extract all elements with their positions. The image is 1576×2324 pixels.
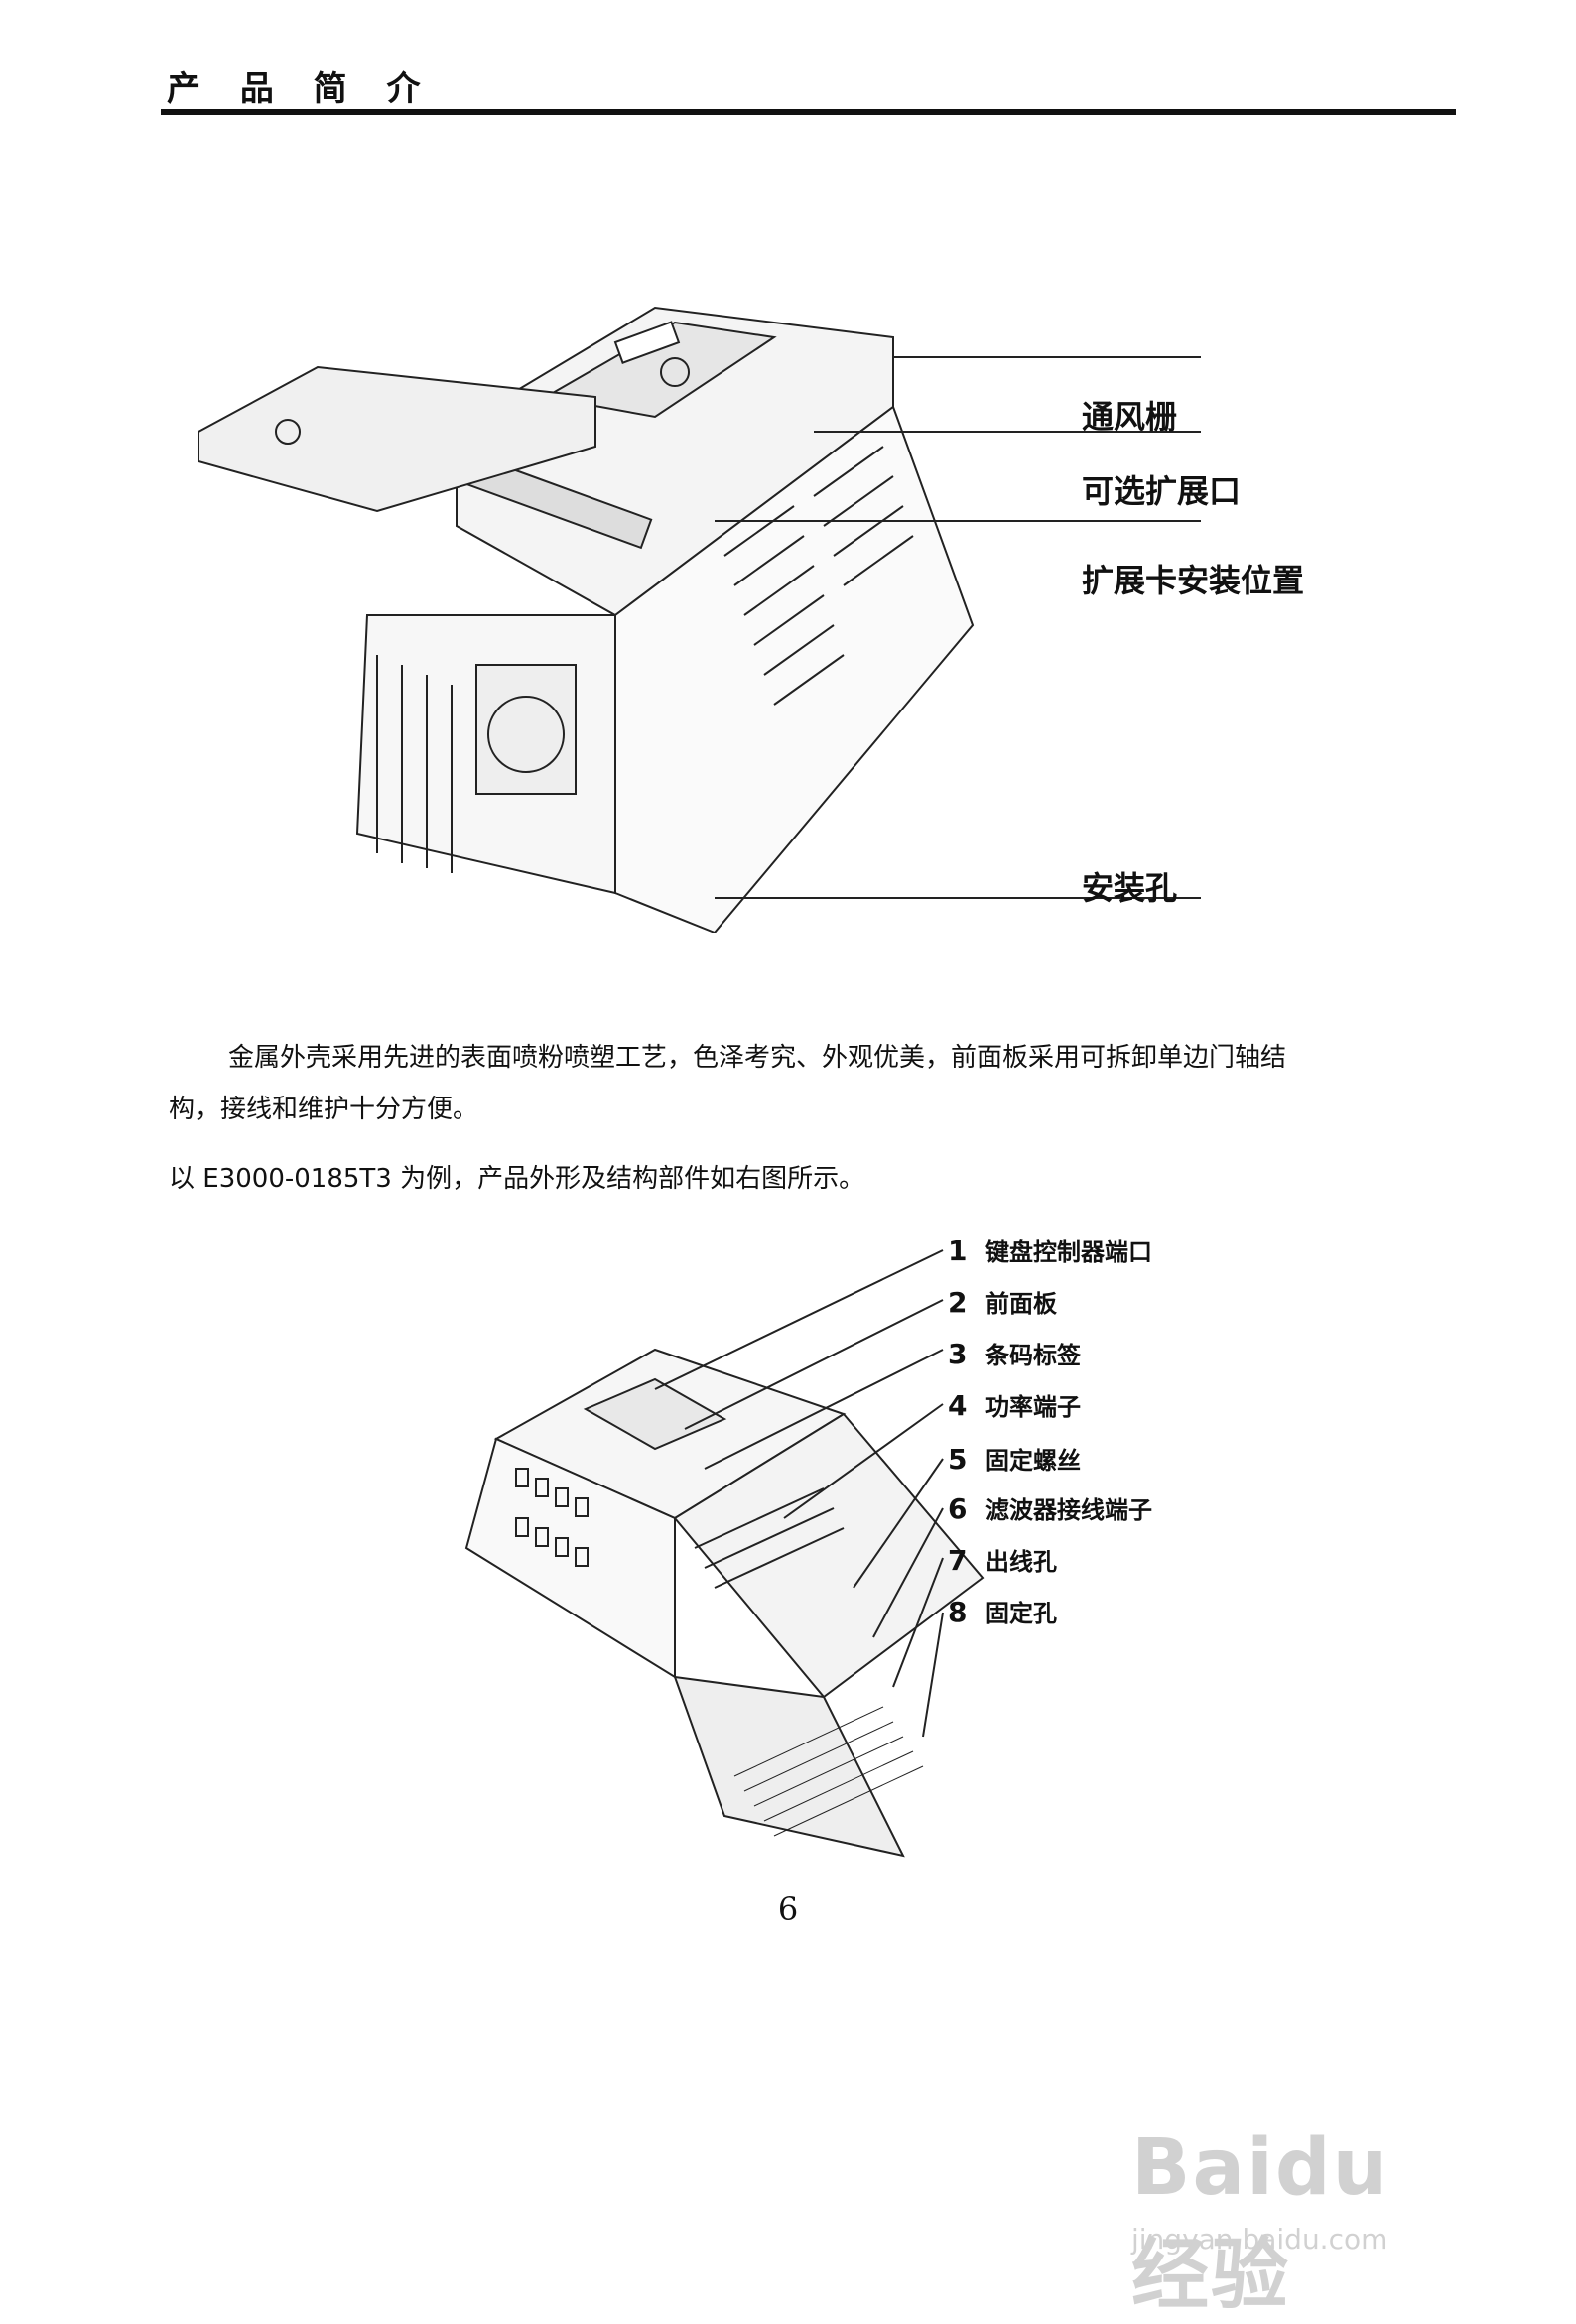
label-optional-expansion-port: 可选扩展口 (1082, 472, 1242, 510)
paragraph-line-1: 金属外壳采用先进的表面喷粉喷塑工艺，色泽考究、外观优美，前面板采用可拆卸单边门轴… (228, 1043, 1287, 1073)
callout-number: 8 (948, 1596, 968, 1628)
callout-label: 键盘控制器端口 (985, 1238, 1152, 1266)
callout-label: 滤波器接线端子 (985, 1496, 1152, 1524)
figure-inverter-open-cover: 通风栅 可选扩展口 扩展卡安装位置 安装孔 (197, 298, 1360, 935)
callout-7: 7 出线孔 (948, 1542, 1057, 1577)
figure-inverter-structure: 1 键盘控制器端口 2 前面板 3 条码标签 4 功率端子 5 固定螺丝 6 滤波器接线端子… (427, 1221, 1241, 1905)
callout-label: 出线孔 (985, 1548, 1057, 1576)
callout-label: 功率端子 (985, 1393, 1081, 1421)
callout-8: 8 固定孔 (948, 1594, 1057, 1628)
label-ventilation-grille: 通风栅 (1082, 398, 1178, 436)
callout-label: 条码标签 (985, 1342, 1081, 1369)
callout-number: 1 (948, 1234, 968, 1267)
page-number: 6 (777, 1890, 799, 1928)
callout-3: 3 条码标签 (948, 1336, 1081, 1370)
callout-label: 固定螺丝 (985, 1447, 1081, 1475)
page-header-title: 产 品 简 介 (167, 69, 435, 109)
inverter-structure-drawing (464, 1249, 985, 1858)
callout-4: 4 功率端子 (948, 1387, 1081, 1422)
callout-number: 7 (948, 1544, 968, 1577)
callout-number: 6 (948, 1492, 968, 1525)
callout-5: 5 固定螺丝 (948, 1441, 1081, 1476)
paragraph-line-2: 构，接线和维护十分方便。 (169, 1095, 479, 1124)
label-expansion-card-position: 扩展卡安装位置 (1082, 562, 1305, 599)
paragraph-example: 以 E3000-0185T3 为例，产品外形及结构部件如右图所示。 (169, 1164, 865, 1194)
watermark-url: jingyan.baidu.com (1131, 2223, 1388, 2256)
callout-number: 3 (948, 1338, 968, 1370)
callout-2: 2 前面板 (948, 1284, 1057, 1319)
callout-1: 1 键盘控制器端口 (948, 1232, 1152, 1267)
callout-label: 固定孔 (985, 1600, 1057, 1627)
baidu-jingyan-watermark: Baidu经验 jingyan.baidu.com (1131, 2124, 1469, 2320)
callout-6: 6 滤波器接线端子 (948, 1490, 1152, 1525)
label-mounting-hole: 安装孔 (1082, 869, 1178, 907)
callout-number: 5 (948, 1443, 968, 1476)
header-rule (161, 109, 1456, 115)
paragraph-description: 金属外壳采用先进的表面喷粉喷塑工艺，色泽考究、外观优美，前面板采用可拆卸单边门轴… (169, 1032, 1459, 1135)
callout-number: 4 (948, 1389, 968, 1422)
callout-number: 2 (948, 1286, 968, 1319)
inverter-open-cover-drawing (197, 306, 1201, 935)
callout-label: 前面板 (985, 1290, 1057, 1318)
